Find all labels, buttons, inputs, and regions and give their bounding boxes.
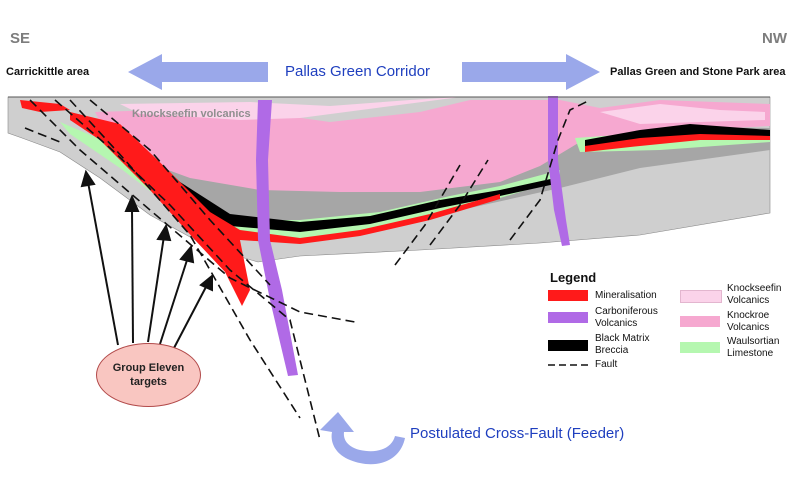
legend-item-knockseefin: Knockseefin Volcanics [727,283,782,306]
area-right-label: Pallas Green and Stone Park area [610,66,786,78]
target-arrows [80,169,213,349]
legend-item-breccia: Black Matrix Breccia [595,333,650,356]
area-left-label: Carrickittle area [6,66,90,78]
legend-item-limestone: Waulsortian Limestone [727,336,780,359]
legend-item-fault: Fault [595,359,618,370]
legend-swatch-limestone [680,342,720,353]
targets-label-line2: targets [130,376,167,388]
fault-line [394,164,461,266]
corridor-label: Pallas Green Corridor [285,63,431,80]
mineralisation-band [70,112,500,306]
legend-title: Legend [550,270,597,285]
target-arrow [159,256,189,345]
carboniferous-volcanics-dyke-nw [548,96,570,246]
direction-se-label: SE [10,30,31,47]
target-arrow-head [199,273,213,292]
fault-lines [24,99,591,441]
fault-line [429,159,489,246]
corridor-right-arrow [462,54,600,90]
knockseefin-volcanics-unit [120,97,460,120]
direction-nw-label: NW [762,30,787,47]
target-arrow [147,235,165,343]
targets-label-line1: Group Eleven [112,362,185,374]
mineralisation-band-nw [585,134,770,152]
fault-line [89,99,271,286]
corridor-left-arrow [128,54,268,90]
target-arrow [87,181,119,346]
legend-item-carboniferous: Carboniferous Volcanics [595,306,658,329]
group-eleven-targets: Group Eleven targets [96,343,201,407]
fault-line [509,99,591,241]
legend-item-knockroe: Knockroe Volcanics [727,310,770,333]
legend-swatch-carboniferous [548,312,588,323]
target-arrow [131,207,134,344]
fault-line [29,99,356,323]
fault-line [24,127,61,143]
legend-swatch-breccia [548,340,588,351]
legend-item-mineralisation: Mineralisation [595,290,657,301]
carboniferous-volcanics-dyke [256,100,298,376]
legend-swatch-knockroe [680,316,720,327]
target-arrow-head [179,244,195,264]
target-arrow-head [124,194,140,212]
feeder-arrow [320,412,405,465]
knockseefin-label: Knockseefin volcanics [132,108,251,120]
knockseefin-volcanics-unit-nw [600,104,765,124]
fault-line [54,99,321,441]
feeder-label: Postulated Cross-Fault (Feeder) [410,425,625,442]
target-arrow [173,284,208,349]
legend-swatch-mineralisation [548,290,588,301]
target-arrow-head [80,169,96,188]
legend-swatch-knockseefin [680,290,722,303]
target-arrow-head [156,223,172,242]
